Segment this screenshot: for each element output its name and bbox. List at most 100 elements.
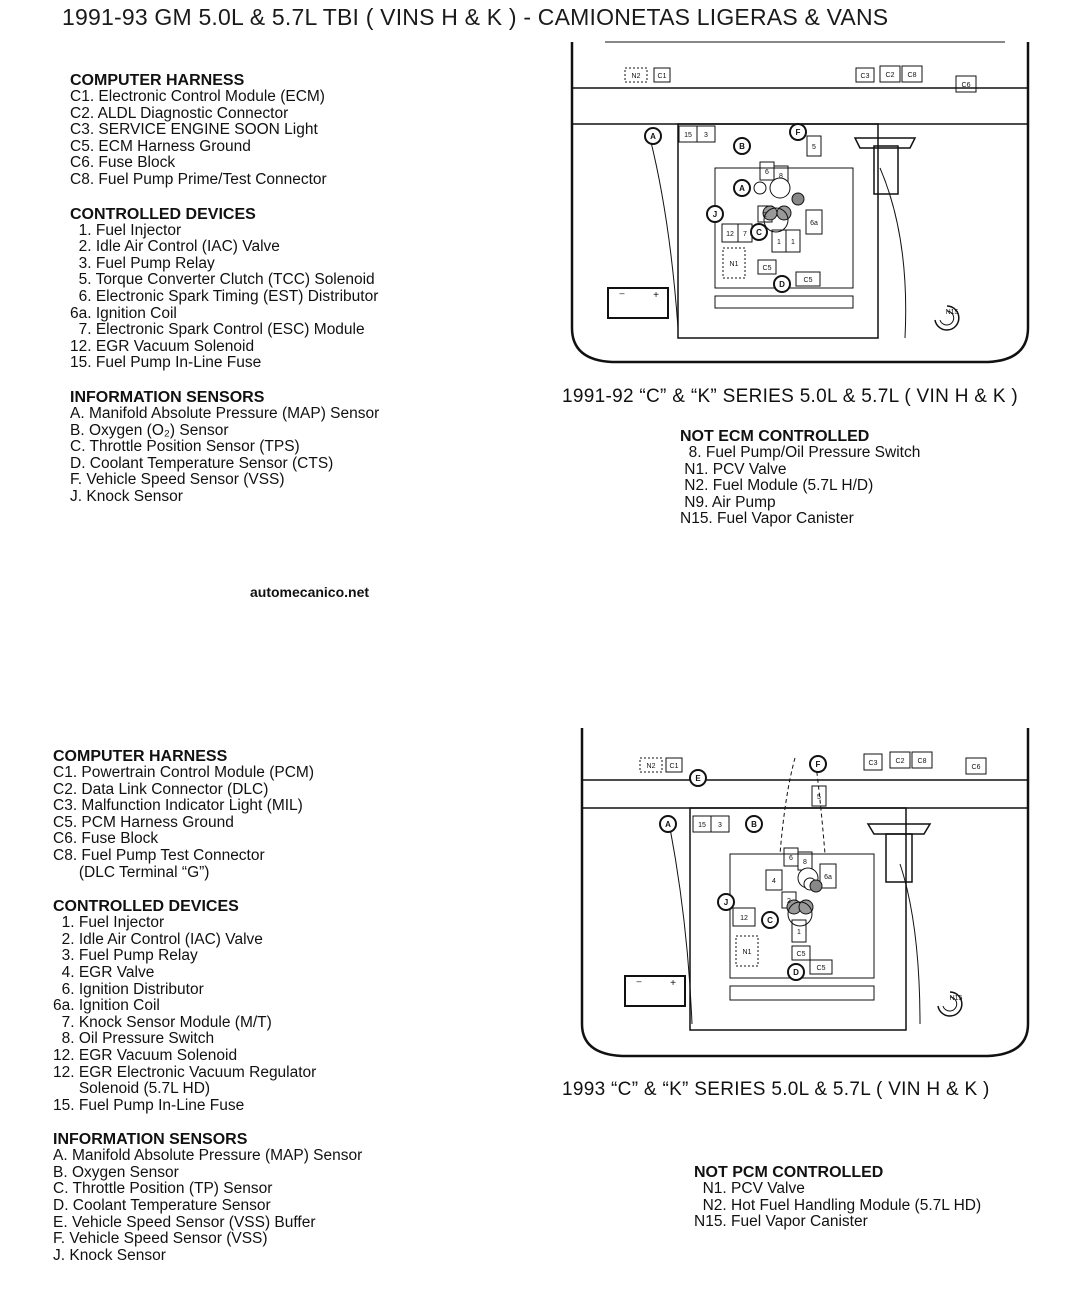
- legend-item: C8. Fuel Pump Test Connector: [53, 846, 265, 864]
- svg-text:C6: C6: [962, 82, 971, 89]
- legend-item: N2. Hot Fuel Handling Module (5.7L HD): [694, 1196, 982, 1214]
- svg-text:C: C: [767, 916, 773, 925]
- legend-item: F. Vehicle Speed Sensor (VSS): [70, 471, 285, 489]
- bottom-not-controlled-list: NOT PCM CONTROLLED N1. PCV Valve N2. Hot…: [694, 1164, 981, 1231]
- section-heading: NOT PCM CONTROLLED: [694, 1164, 884, 1181]
- legend-item: E. Vehicle Speed Sensor (VSS) Buffer: [53, 1213, 316, 1231]
- svg-text:A: A: [665, 820, 671, 829]
- svg-text:7: 7: [743, 231, 747, 238]
- spacer: [53, 881, 362, 898]
- svg-text:E: E: [695, 774, 701, 783]
- legend-item: C. Throttle Position (TP) Sensor: [53, 1180, 273, 1198]
- legend-item: A. Manifold Absolute Pressure (MAP) Sens…: [53, 1147, 363, 1165]
- svg-text:+: +: [653, 290, 659, 301]
- legend-item: 6a. Ignition Coil: [53, 997, 160, 1015]
- legend-item: 15. Fuel Pump In-Line Fuse: [53, 1096, 245, 1114]
- top-diagram-caption: 1991-92 “C” & “K” SERIES 5.0L & 5.7L ( V…: [562, 386, 1019, 407]
- legend-item: N15. Fuel Vapor Canister: [680, 510, 854, 528]
- spacer: [53, 1114, 362, 1131]
- legend-item: F. Vehicle Speed Sensor (VSS): [53, 1230, 268, 1248]
- section-heading: CONTROLLED DEVICES: [70, 205, 256, 223]
- svg-text:8: 8: [779, 173, 783, 180]
- legend-item: C1. Electronic Control Module (ECM): [70, 88, 325, 105]
- svg-text:6a: 6a: [824, 874, 832, 881]
- svg-text:B: B: [739, 142, 745, 151]
- legend-item: 7. Electronic Spark Control (ESC) Module: [70, 321, 365, 339]
- svg-text:F: F: [796, 128, 801, 137]
- svg-text:C5: C5: [804, 277, 813, 284]
- svg-text:6: 6: [789, 855, 793, 862]
- svg-text:4: 4: [772, 878, 776, 885]
- svg-text:1: 1: [777, 239, 781, 246]
- top-not-controlled-list: NOT ECM CONTROLLED 8. Fuel Pump/Oil Pres…: [680, 428, 920, 528]
- legend-item: C3. Malfunction Indicator Light (MIL): [53, 797, 303, 815]
- svg-text:C3: C3: [861, 73, 870, 80]
- legend-item: 3. Fuel Pump Relay: [53, 947, 198, 965]
- top-engine-diagram: N2 C1 C3 C2 C8 C6 15 3 5 6 8 2 6a 12 7 1…: [570, 41, 1030, 364]
- svg-text:A: A: [739, 184, 745, 193]
- legend-item: 8. Fuel Pump/Oil Pressure Switch: [680, 444, 921, 461]
- legend-item: 12. EGR Vacuum Solenoid: [70, 337, 255, 355]
- legend-item: C6. Fuse Block: [70, 154, 176, 172]
- legend-item: 12. EGR Vacuum Solenoid: [53, 1046, 238, 1064]
- legend-item: 3. Fuel Pump Relay: [70, 254, 215, 272]
- svg-text:2: 2: [763, 212, 767, 219]
- svg-text:2: 2: [787, 898, 791, 905]
- spacer: [70, 372, 379, 389]
- svg-text:N1: N1: [743, 949, 752, 956]
- legend-item: C1. Powertrain Control Module (PCM): [53, 764, 315, 781]
- legend-item: C2. ALDL Diagnostic Connector: [70, 104, 289, 122]
- legend-item: 5. Torque Converter Clutch (TCC) Solenoi…: [70, 271, 375, 289]
- svg-text:D: D: [793, 968, 799, 977]
- legend-item: N2. Fuel Module (5.7L H/D): [680, 477, 874, 495]
- svg-text:N2: N2: [647, 763, 656, 770]
- legend-item: J. Knock Sensor: [53, 1246, 166, 1264]
- svg-text:F: F: [816, 760, 821, 769]
- svg-text:C1: C1: [658, 73, 667, 80]
- legend-item: C5. ECM Harness Ground: [70, 137, 251, 155]
- svg-text:A: A: [650, 132, 656, 141]
- svg-text:1: 1: [791, 239, 795, 246]
- legend-item: 8. Oil Pressure Switch: [53, 1030, 215, 1048]
- legend-item: J. Knock Sensor: [70, 487, 183, 505]
- svg-text:N2: N2: [632, 73, 641, 80]
- legend-item: 1. Fuel Injector: [53, 914, 165, 932]
- spacer: [70, 189, 379, 206]
- legend-item: (DLC Terminal “G”): [53, 863, 210, 881]
- legend-item: C5. PCM Harness Ground: [53, 813, 234, 831]
- svg-text:6a: 6a: [810, 220, 818, 227]
- svg-text:1: 1: [797, 929, 801, 936]
- legend-item: C8. Fuel Pump Prime/Test Connector: [70, 170, 327, 188]
- svg-text:5: 5: [817, 794, 821, 801]
- legend-item: 7. Knock Sensor Module (M/T): [53, 1013, 272, 1031]
- section-heading: INFORMATION SENSORS: [70, 388, 265, 406]
- legend-item: B. Oxygen (O₂) Sensor: [70, 421, 229, 439]
- legend-item: C6. Fuse Block: [53, 830, 159, 848]
- legend-item: A. Manifold Absolute Pressure (MAP) Sens…: [70, 404, 380, 422]
- legend-item: N1. PCV Valve: [694, 1180, 805, 1197]
- legend-item: 6. Electronic Spark Timing (EST) Distrib…: [70, 287, 379, 305]
- svg-text:3: 3: [704, 132, 708, 139]
- section-heading: INFORMATION SENSORS: [53, 1131, 248, 1149]
- svg-text:–: –: [619, 288, 624, 298]
- svg-text:+: +: [670, 978, 676, 989]
- site-watermark: automecanico.net: [250, 584, 370, 600]
- svg-text:C: C: [756, 228, 762, 237]
- section-heading: CONTROLLED DEVICES: [53, 898, 239, 916]
- svg-text:C5: C5: [797, 951, 806, 958]
- svg-text:N15: N15: [950, 995, 963, 1002]
- svg-text:J: J: [724, 898, 728, 907]
- svg-text:N15: N15: [946, 309, 959, 316]
- svg-text:N1: N1: [730, 261, 739, 268]
- legend-item: N1. PCV Valve: [680, 460, 787, 478]
- svg-text:D: D: [779, 280, 785, 289]
- svg-text:8: 8: [803, 859, 807, 866]
- legend-item: 2. Idle Air Control (IAC) Valve: [53, 930, 263, 948]
- legend-item: 6. Ignition Distributor: [53, 980, 204, 998]
- svg-text:12: 12: [726, 231, 734, 238]
- svg-text:12: 12: [740, 915, 748, 922]
- svg-text:15: 15: [698, 822, 706, 829]
- svg-text:C6: C6: [972, 764, 981, 771]
- legend-item: 6a. Ignition Coil: [70, 304, 177, 322]
